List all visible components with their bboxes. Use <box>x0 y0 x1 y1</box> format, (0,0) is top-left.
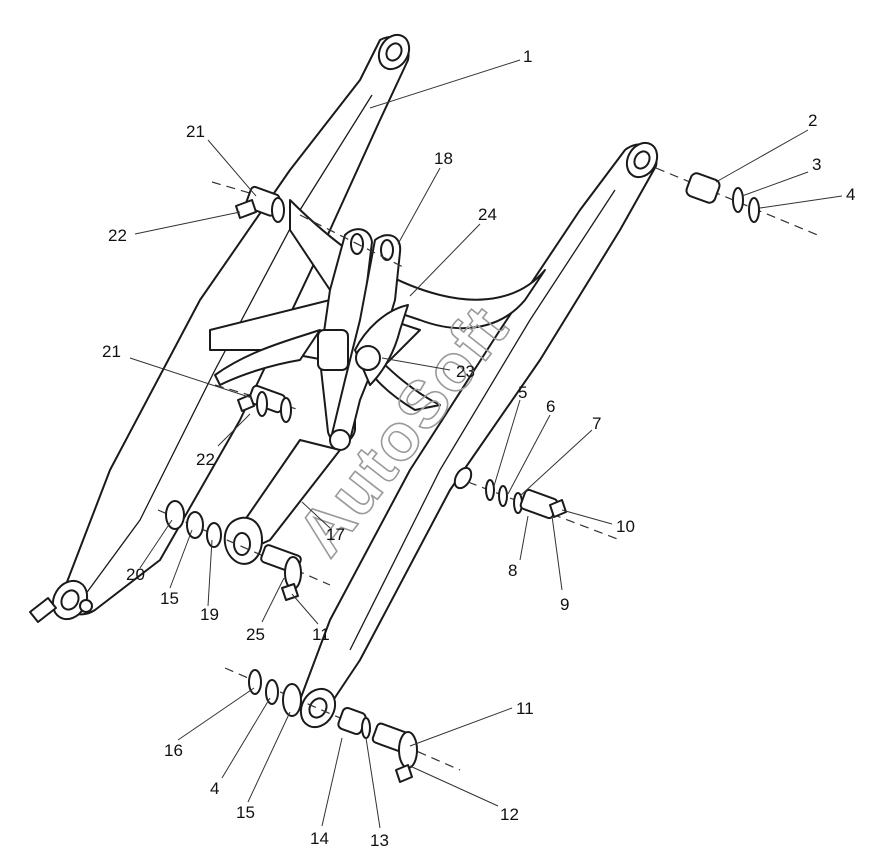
callout-4-bottom: 4 <box>210 779 219 798</box>
callout-5: 5 <box>518 383 527 402</box>
callout-11-bottom: 11 <box>516 699 534 718</box>
bushing-2-washer-3-4 <box>685 172 760 223</box>
callout-12: 12 <box>500 805 519 824</box>
pin-set-bottom <box>248 669 418 783</box>
callout-22-mid: 22 <box>196 450 215 469</box>
callout-14: 14 <box>310 829 329 848</box>
callout-6: 6 <box>546 397 555 416</box>
callout-15-bottom: 15 <box>236 803 255 822</box>
callout-9: 9 <box>560 595 569 614</box>
leader-lines <box>129 59 843 829</box>
callout-21-mid: 21 <box>102 342 121 361</box>
callout-23: 23 <box>456 362 475 381</box>
pin-set-right <box>485 479 567 520</box>
callout-22-top: 22 <box>108 226 127 245</box>
callout-11-mid: 11 <box>312 625 330 644</box>
callout-15-left: 15 <box>160 589 179 608</box>
callout-25: 25 <box>246 625 265 644</box>
callout-10: 10 <box>616 517 635 536</box>
callout-18: 18 <box>434 149 453 168</box>
callout-4: 4 <box>846 185 855 204</box>
callout-labels: 1 2 3 4 18 24 21 22 21 23 5 6 7 22 10 8 … <box>102 47 855 850</box>
callout-8: 8 <box>508 561 517 580</box>
callout-1: 1 <box>523 47 532 66</box>
pin-set-lower-left <box>165 500 302 601</box>
callout-24: 24 <box>478 205 497 224</box>
callout-3: 3 <box>812 155 821 174</box>
callout-17: 17 <box>326 525 345 544</box>
callout-13: 13 <box>370 831 389 850</box>
bellcrank <box>317 228 409 451</box>
callout-7: 7 <box>592 414 601 433</box>
callout-21-top: 21 <box>186 122 205 141</box>
callout-19: 19 <box>200 605 219 624</box>
lower-link <box>223 439 341 565</box>
callout-20: 20 <box>126 565 145 584</box>
callout-2: 2 <box>808 111 817 130</box>
pin-set-mid-left <box>237 384 292 423</box>
callout-16: 16 <box>164 741 183 760</box>
